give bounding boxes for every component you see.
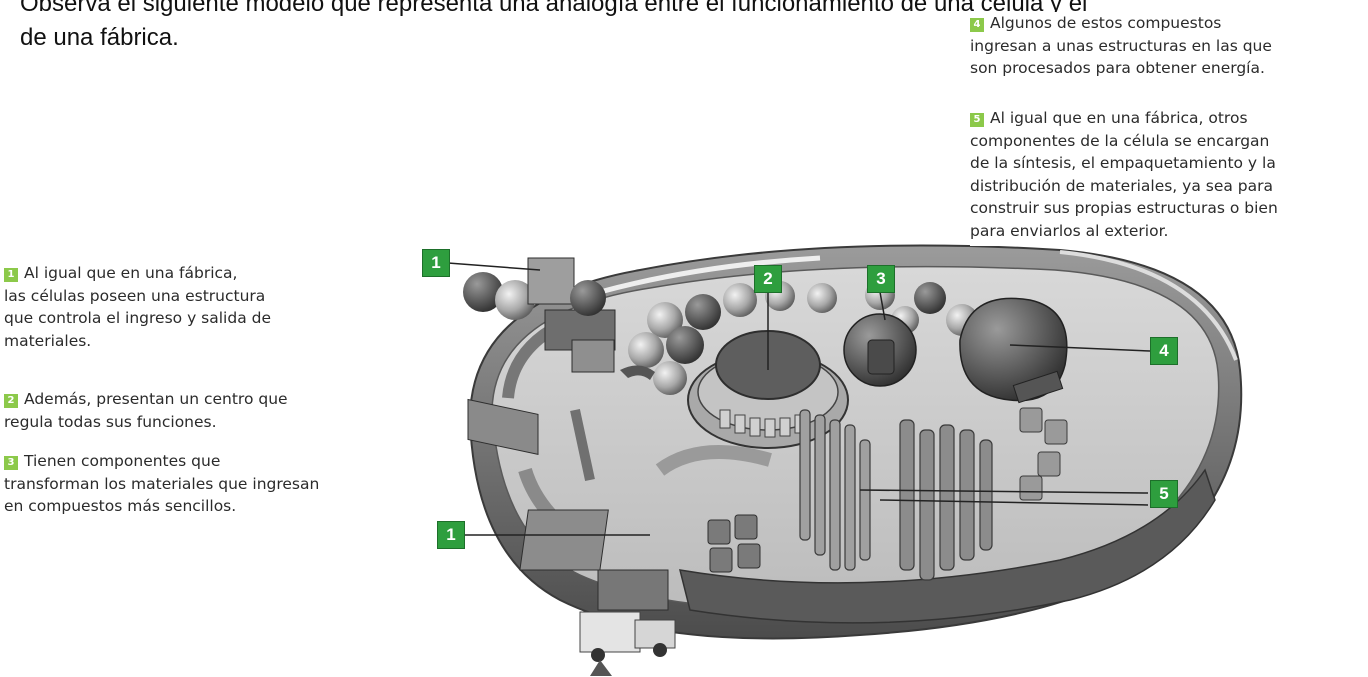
callout-5: 5 <box>1150 480 1178 508</box>
note-1-line-2: las células poseen una estructura <box>4 285 271 308</box>
note-5-line-1: Al igual que en una fábrica, otros <box>990 109 1248 127</box>
note-number-badge: 1 <box>4 268 18 282</box>
note-1: 1 Al igual que en una fábrica, las célula… <box>4 262 271 352</box>
note-1-line-3: que controla el ingreso y salida de <box>4 307 271 330</box>
note-number-badge: 3 <box>4 456 18 470</box>
note-4-line-3: son procesados para obtener energía. <box>970 57 1272 80</box>
note-5-line-6: para enviarlos al exterior. <box>970 220 1278 243</box>
note-number-badge: 4 <box>970 18 984 32</box>
callout-1-top: 1 <box>422 249 450 277</box>
note-4-line-2: ingresan a unas estructuras en las que <box>970 35 1272 58</box>
note-3: 3 Tienen componentes que transforman los … <box>4 450 319 518</box>
note-3-line-2: transforman los materiales que ingresan <box>4 473 319 496</box>
note-3-line-3: en compuestos más sencillos. <box>4 495 319 518</box>
note-3-line-1: Tienen componentes que <box>24 452 220 470</box>
note-number-badge: 5 <box>970 113 984 127</box>
note-5-line-2: componentes de la célula se encargan <box>970 130 1278 153</box>
callout-2: 2 <box>754 265 782 293</box>
note-5: 5 Al igual que en una fábrica, otros comp… <box>970 105 1282 246</box>
component-4 <box>960 298 1067 402</box>
note-2-line-1: Además, presentan un centro que <box>24 390 288 408</box>
note-5-line-4: distribución de materiales, ya sea para <box>970 175 1278 198</box>
note-5-line-3: de la síntesis, el empaquetamiento y la <box>970 152 1278 175</box>
note-number-badge: 2 <box>4 394 18 408</box>
note-2: 2 Además, presentan un centro que regula … <box>4 388 288 433</box>
callout-4: 4 <box>1150 337 1178 365</box>
note-4: 4 Algunos de estos compuestos ingresan a … <box>970 12 1276 80</box>
note-4-line-1: Algunos de estos compuestos <box>990 14 1221 32</box>
note-2-line-2: regula todas sus funciones. <box>4 411 288 434</box>
component-3 <box>844 314 916 386</box>
note-1-line-4: materiales. <box>4 330 271 353</box>
note-1-line-1: Al igual que en una fábrica, <box>24 264 237 282</box>
callout-3: 3 <box>867 265 895 293</box>
callout-1-bottom: 1 <box>437 521 465 549</box>
note-5-line-5: construir sus propias estructuras o bien <box>970 197 1278 220</box>
